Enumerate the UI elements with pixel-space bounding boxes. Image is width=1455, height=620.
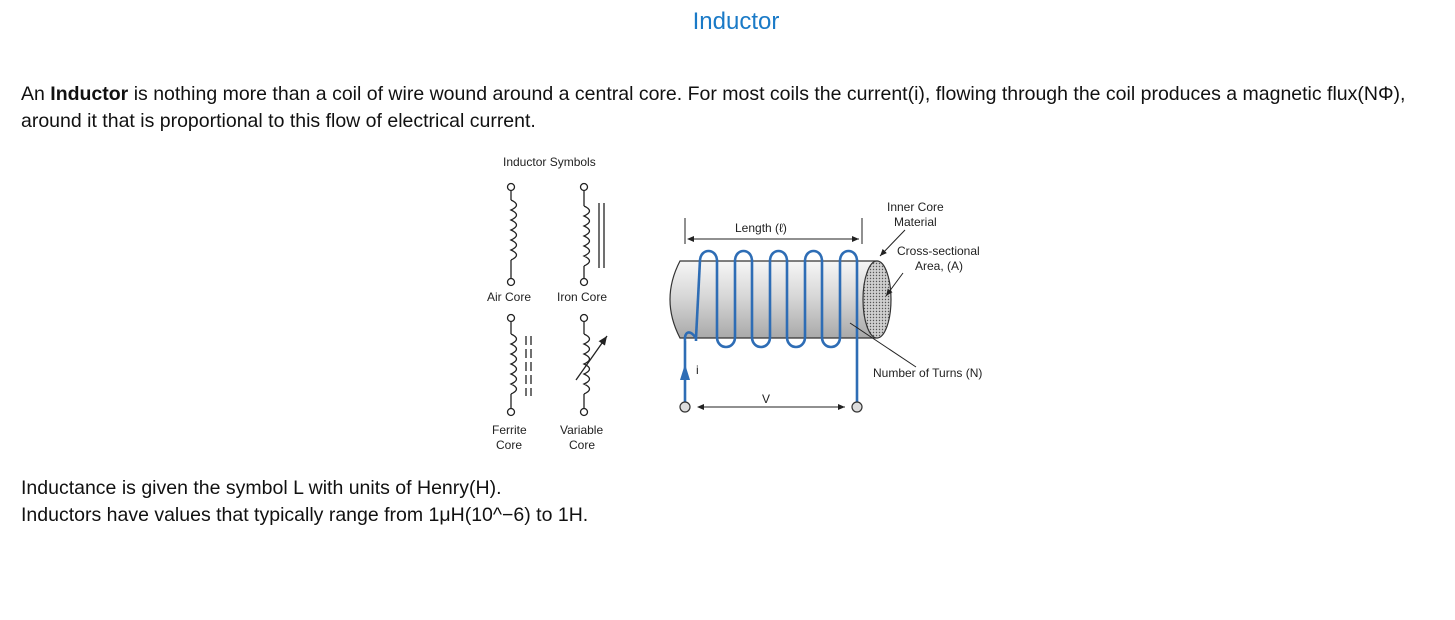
page-title: Inductor [692, 8, 780, 35]
ferrite-core-symbol [506, 313, 532, 417]
inner-core-leader [879, 229, 906, 257]
iron-core-symbol [579, 182, 605, 287]
voltage-label: V [762, 392, 770, 406]
coil-wire [683, 249, 859, 407]
symbols-title: Inductor Symbols [503, 155, 596, 169]
variable-label-line1: Variable [560, 423, 603, 437]
solenoid [669, 218, 917, 413]
terminal-left [679, 401, 691, 413]
intro-term: Inductor [50, 83, 129, 105]
turns-label: Number of Turns (N) [873, 366, 982, 380]
length-label: Length (ℓ) [735, 221, 787, 235]
inductance-note: Inductance is given the symbol L with un… [21, 477, 502, 499]
intro-paragraph: An Inductor is nothing more than a coil … [21, 81, 1451, 135]
inductor-figure: Inductor Symbols Air Core Iron Core [470, 148, 1010, 458]
cross-section-leader [885, 272, 904, 297]
intro-prefix: An [21, 83, 51, 105]
variable-label-line2: Core [569, 438, 595, 452]
turns-leader [849, 322, 917, 368]
inductor-diagram: Inductor Symbols Air Core Iron Core [487, 155, 982, 452]
terminal-right [851, 401, 863, 413]
ferrite-label-line2: Core [496, 438, 522, 452]
variable-core-symbol [575, 313, 608, 417]
core-cross-section [862, 260, 892, 339]
intro-body: is nothing more than a coil of wire woun… [21, 83, 1406, 132]
current-arrow-head [680, 364, 690, 380]
cross-section-label-line1: Cross-sectional [897, 244, 980, 258]
iron-core-label: Iron Core [557, 290, 607, 304]
inner-core-label-line1: Inner Core [887, 200, 944, 214]
current-label: i [696, 363, 699, 377]
air-core-label: Air Core [487, 290, 531, 304]
ferrite-label-line1: Ferrite [492, 423, 527, 437]
inner-core-label-line2: Material [894, 215, 937, 229]
inductor-range-note: Inductors have values that typically ran… [21, 504, 589, 526]
air-core-symbol [506, 182, 518, 287]
cross-section-label-line2: Area, (A) [915, 259, 963, 273]
